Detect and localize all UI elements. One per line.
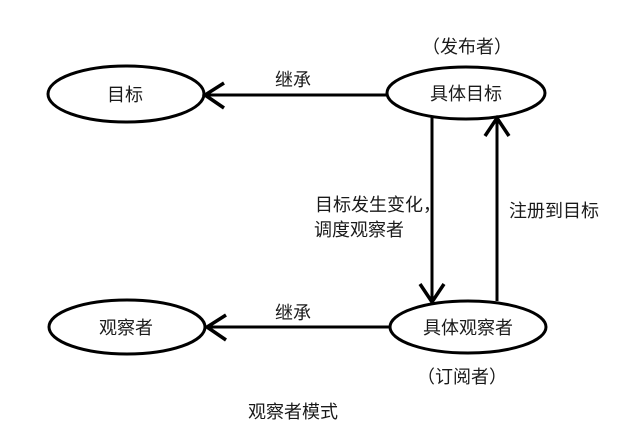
concrete-target-node-ellipse [385, 65, 547, 121]
observer-node-label: 观察者 [99, 318, 153, 338]
inherit-bottom-arrowhead [203, 313, 227, 342]
notify-label-line1: 目标发生变化， [315, 195, 441, 215]
publisher-annotation: （发布者） [422, 37, 512, 57]
concrete-observer-node-label: 具体观察者 [423, 318, 513, 338]
register-label: 注册到目标 [509, 201, 599, 221]
register-arrowhead [483, 114, 511, 137]
concrete-target-node-label: 具体目标 [430, 84, 502, 104]
inherit-top-label: 继承 [275, 70, 311, 90]
inherit-top-arrowhead [201, 81, 225, 110]
diagram-title: 观察者模式 [248, 402, 338, 422]
notify-label-line2: 调度观察者 [314, 220, 404, 240]
inherit-bottom-label: 继承 [275, 303, 311, 323]
notify-arrowhead [418, 283, 446, 306]
target-node-label: 目标 [107, 85, 143, 105]
subscriber-annotation: （订阅者） [417, 367, 507, 387]
